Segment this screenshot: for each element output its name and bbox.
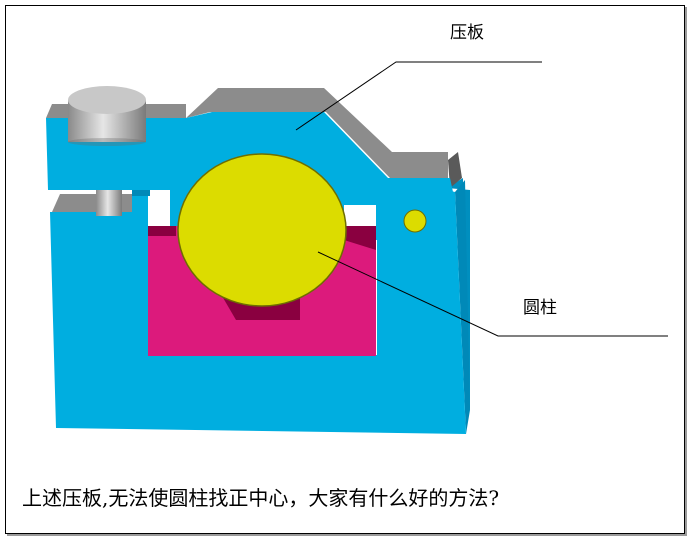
leader-line-cylinder [317,251,668,337]
stud [68,86,146,216]
cylinder-shape [177,153,347,307]
base-block [50,178,470,434]
stud-knob-top [68,86,146,114]
caption-text: 上述压板,无法使圆柱找正中心，大家有什么好的方法? [22,486,499,510]
label-cylinder: 圆柱 [523,298,557,318]
stud-lower [96,190,122,216]
leader-line-pressure-plate [295,61,542,131]
plate-top-bevel [186,88,448,178]
small-knob [403,209,427,233]
label-pressure-plate: 压板 [450,23,484,43]
